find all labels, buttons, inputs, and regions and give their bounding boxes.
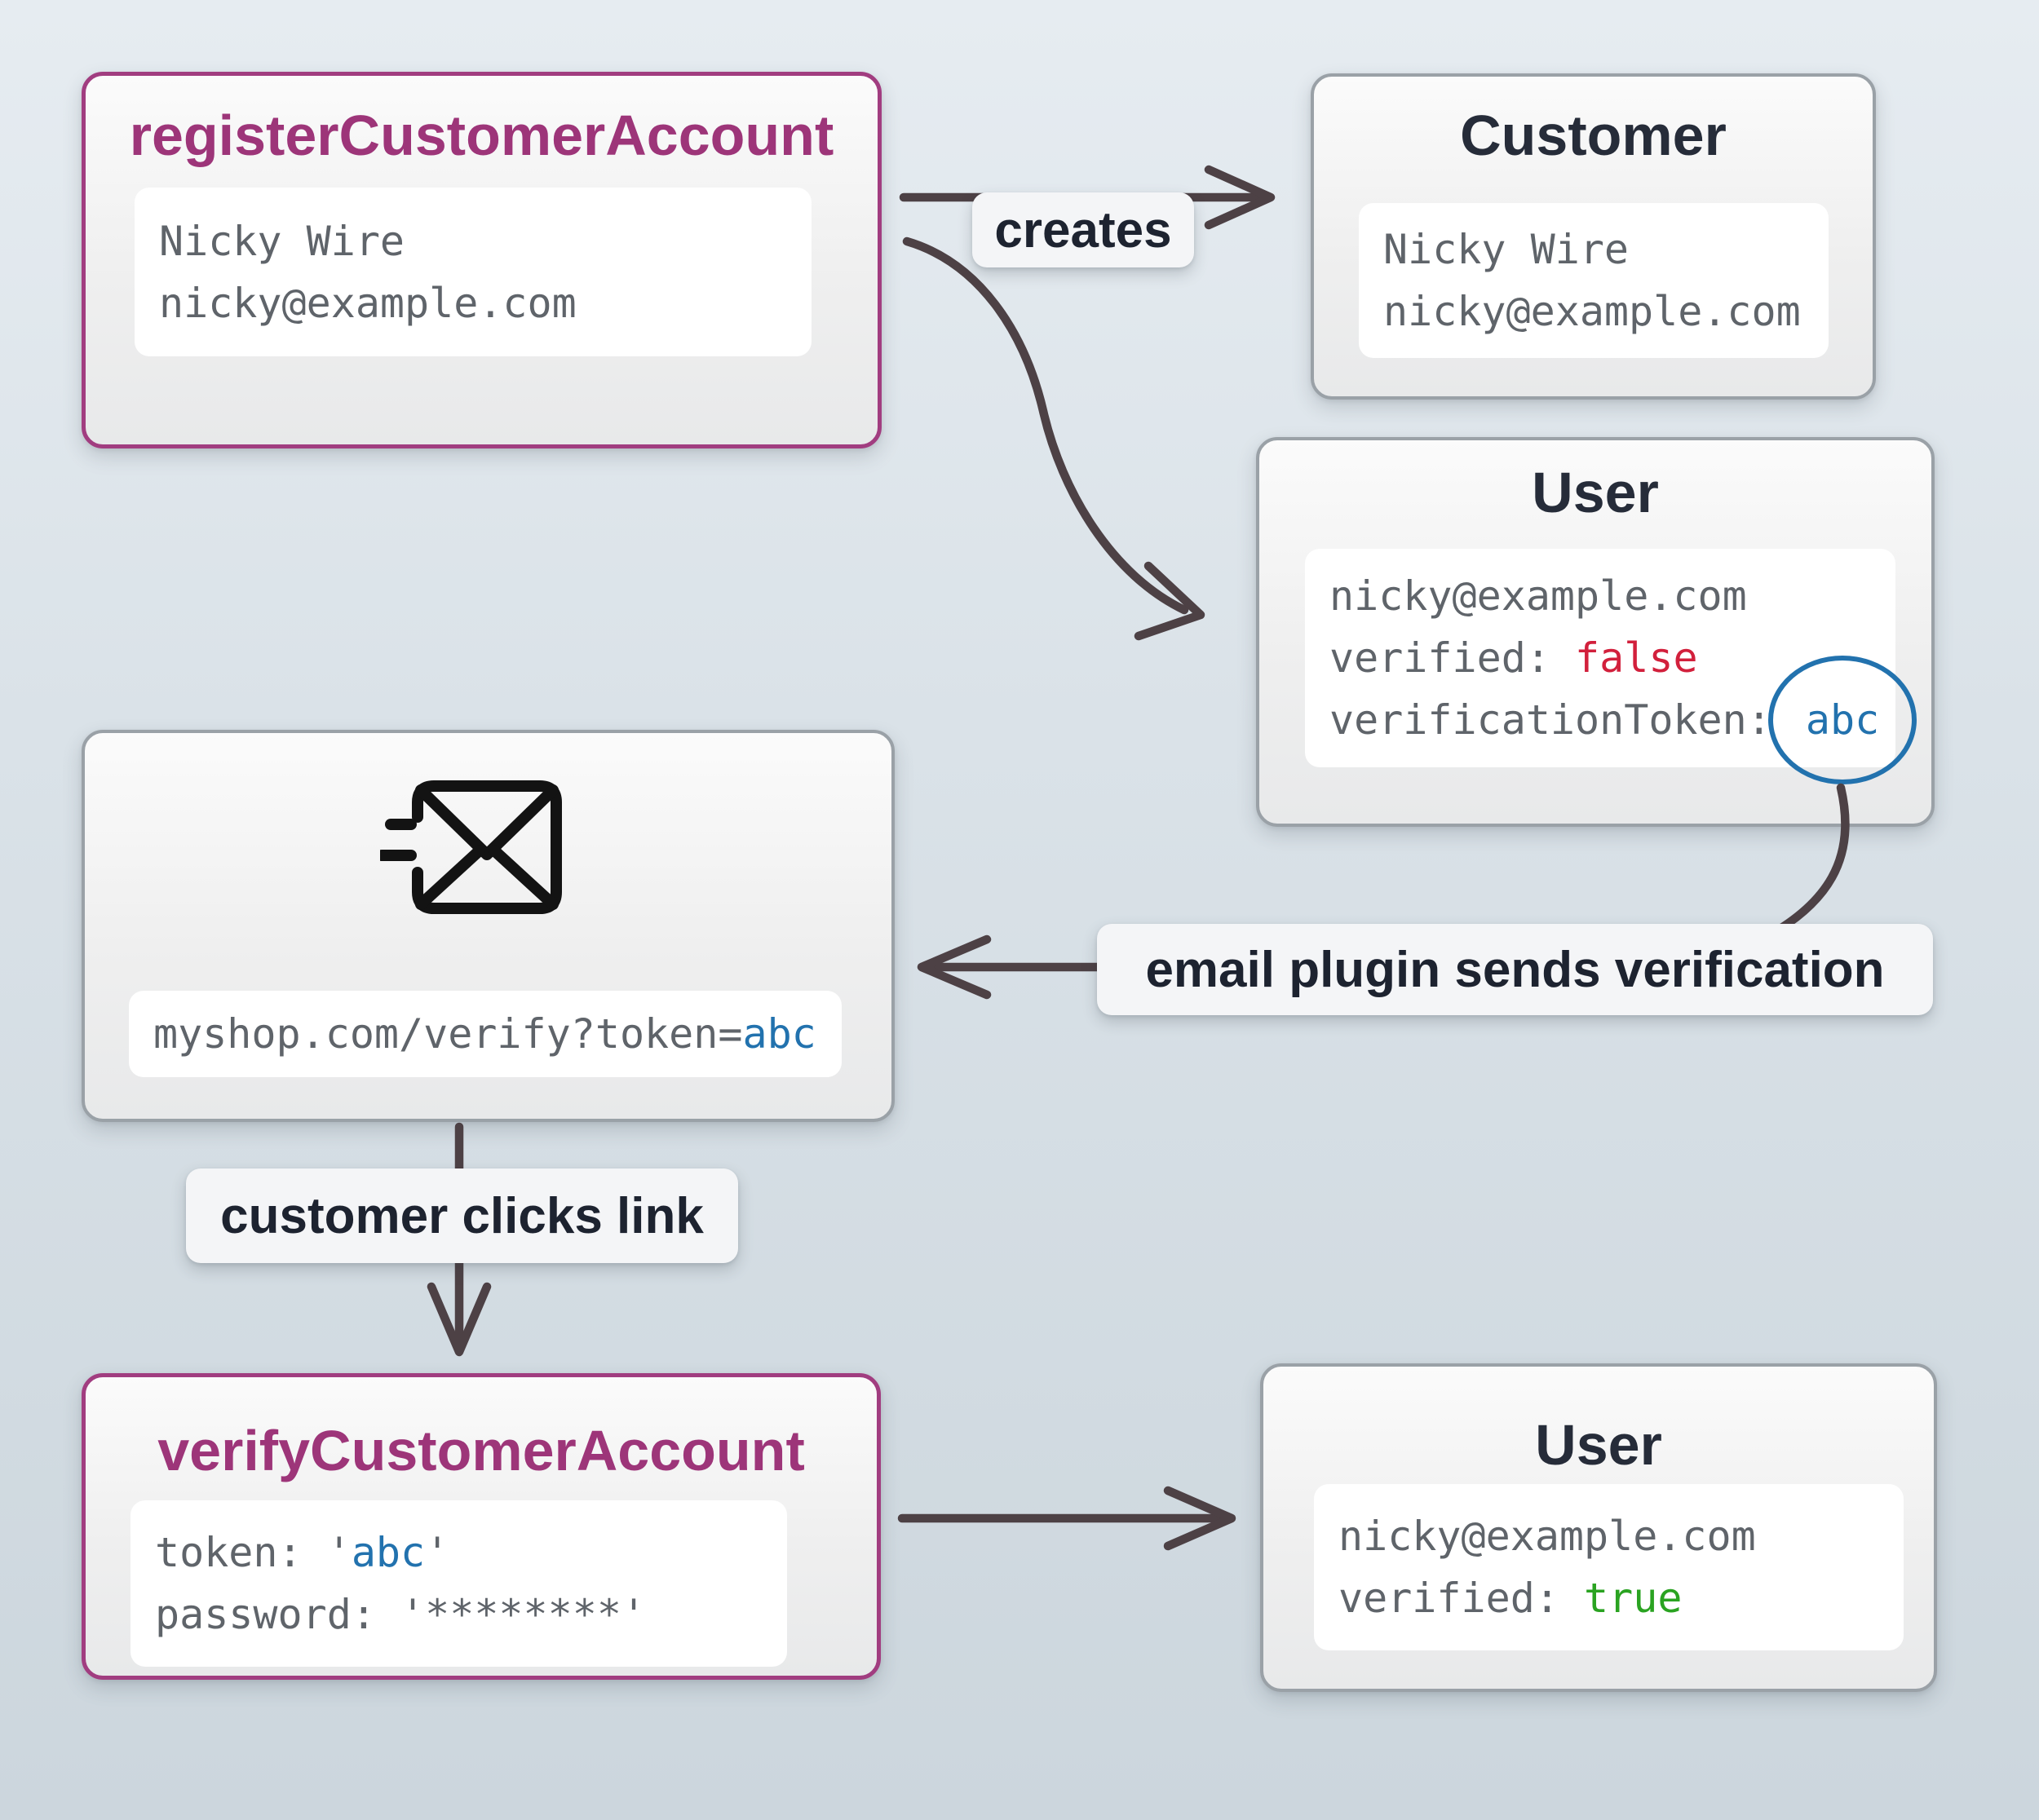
- node-body: Nicky Wire nicky@example.com: [135, 188, 812, 356]
- data-line: verified: false: [1329, 634, 1698, 682]
- node-body: Nicky Wire nicky@example.com: [1359, 203, 1829, 358]
- arrow-email-plugin-to-email: [917, 934, 1102, 1000]
- data-line: verified: true: [1338, 1575, 1683, 1622]
- data-line: nicky@example.com: [1329, 572, 1747, 620]
- node-title: verifyCustomerAccount: [157, 1419, 805, 1482]
- node-title: Customer: [1460, 104, 1727, 167]
- node-customer: Customer Nicky Wire nicky@example.com: [1311, 73, 1876, 400]
- edge-label-customer-clicks: customer clicks link: [186, 1168, 738, 1263]
- data-line: nicky@example.com: [1383, 288, 1801, 335]
- node-user-unverified: User nicky@example.com verified: false v…: [1256, 437, 1935, 827]
- verification-link: myshop.com/verify?token=abc: [153, 1010, 816, 1058]
- arrow-register-to-user: [902, 236, 1205, 641]
- node-title: User: [1532, 461, 1659, 524]
- data-line: nicky@example.com: [159, 279, 577, 327]
- node-body: myshop.com/verify?token=abc: [129, 991, 842, 1077]
- node-register-customer-account: registerCustomerAccount Nicky Wire nicky…: [82, 72, 882, 448]
- data-line: Nicky Wire: [159, 217, 405, 265]
- node-verify-customer-account: verifyCustomerAccount token: 'abc' passw…: [82, 1373, 881, 1680]
- data-line: nicky@example.com: [1338, 1513, 1756, 1560]
- data-line: verificationToken:abc: [1329, 656, 1917, 784]
- node-verification-email: myshop.com/verify?token=abc: [82, 730, 895, 1122]
- node-title: registerCustomerAccount: [129, 104, 834, 167]
- data-line: Nicky Wire: [1383, 226, 1630, 273]
- node-title: User: [1535, 1413, 1662, 1477]
- email-send-icon: [380, 780, 562, 914]
- edge-label-creates: creates: [972, 192, 1194, 267]
- node-body: nicky@example.com verified: false verifi…: [1305, 549, 1917, 784]
- node-body: nicky@example.com verified: true: [1314, 1484, 1904, 1650]
- node-body: token: 'abc' password: '********': [130, 1500, 787, 1667]
- arrow-verify-to-user: [897, 1486, 1236, 1551]
- node-user-verified: User nicky@example.com verified: true: [1260, 1363, 1937, 1692]
- data-line: token: 'abc': [155, 1529, 450, 1576]
- data-line: password: '********': [155, 1591, 647, 1638]
- edge-label-email-plugin: email plugin sends verification: [1097, 924, 1933, 1015]
